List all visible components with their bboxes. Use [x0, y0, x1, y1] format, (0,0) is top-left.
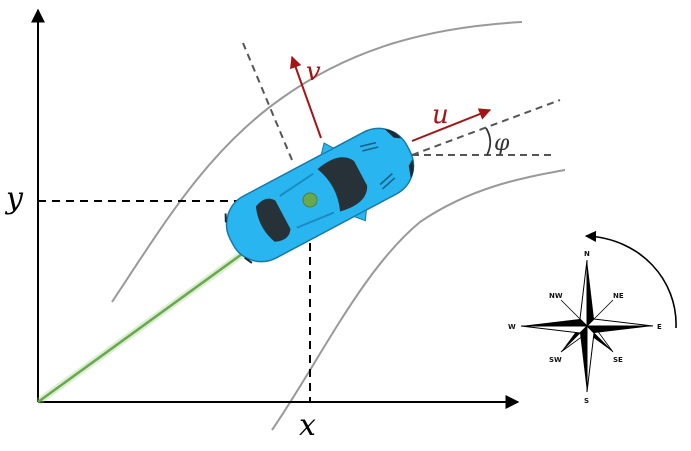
v-label: v	[306, 57, 321, 87]
compass-north-west: NW	[549, 292, 563, 300]
compass-east: E	[657, 323, 662, 331]
compass-south-east: SE	[613, 356, 623, 364]
right-mirror	[352, 209, 368, 222]
roof-line-bottom	[296, 211, 335, 229]
compass-south-west: SW	[549, 356, 562, 364]
body-lateral-axis-line	[242, 42, 293, 161]
front-light-left	[384, 128, 401, 139]
center-of-gravity-dot	[302, 192, 318, 208]
road-left-boundary	[111, 21, 523, 303]
rear-light-right	[244, 256, 253, 264]
compass-major-points	[520, 259, 654, 393]
u-label: u	[432, 100, 449, 130]
rear-window	[255, 198, 291, 242]
hood-vents	[359, 141, 396, 190]
windshield	[317, 157, 368, 212]
body-longitudinal-axis-line	[411, 99, 561, 156]
v-velocity-arrow	[289, 55, 322, 139]
u-velocity-arrow	[411, 108, 492, 142]
x-axis-label: x	[299, 408, 316, 443]
compass-south: S	[584, 397, 589, 405]
roof-line-top	[279, 172, 314, 197]
compass-north-east: NE	[613, 292, 624, 300]
compass-rose: N NE E SE S SW W NW	[508, 250, 662, 405]
rear-light-left	[224, 213, 227, 223]
heading-angle-label: φ	[494, 131, 510, 156]
y-axis-label: y	[4, 181, 24, 216]
car	[224, 127, 415, 264]
left-mirror	[320, 142, 335, 156]
heading-angle-arc	[485, 127, 492, 156]
compass-west: W	[508, 323, 516, 331]
compass-north: N	[584, 250, 590, 258]
compass-rotation-arrow	[584, 230, 677, 329]
front-light-right	[408, 159, 414, 179]
